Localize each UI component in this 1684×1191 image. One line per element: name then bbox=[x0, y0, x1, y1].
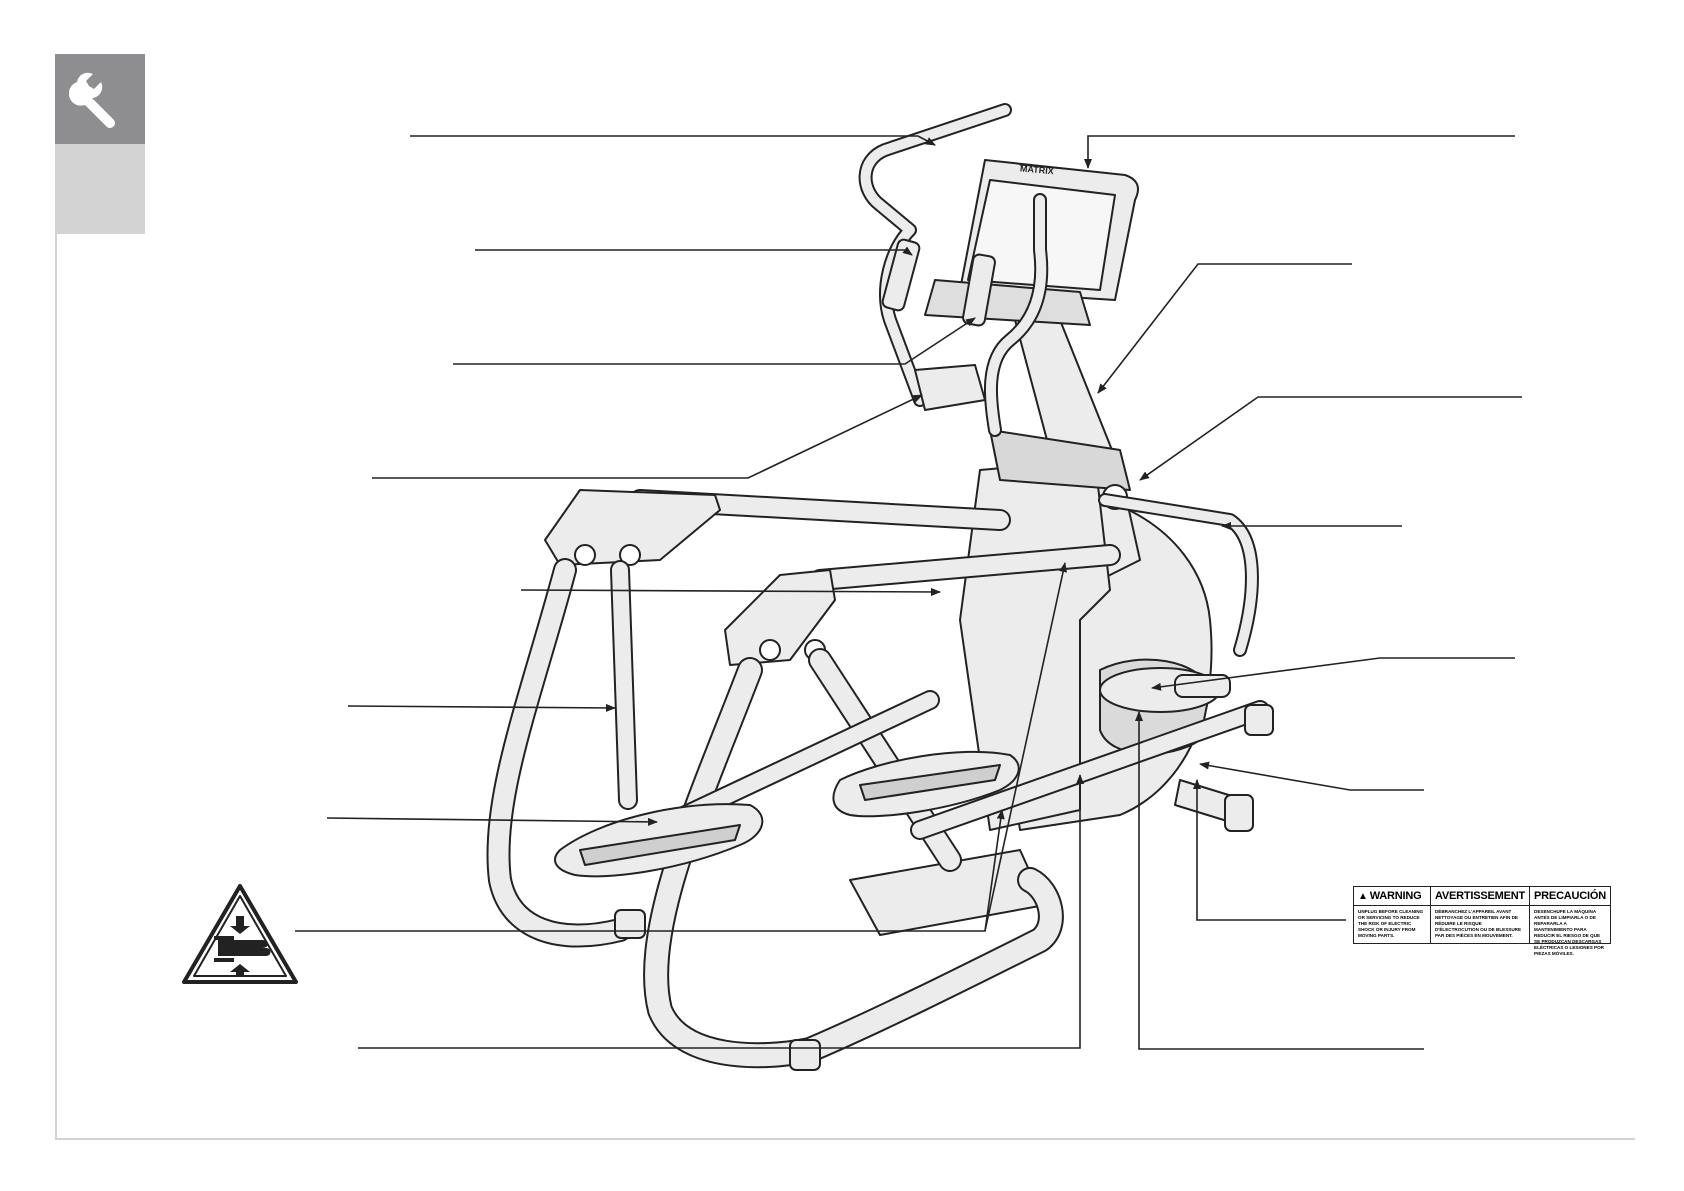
callout-1 bbox=[410, 135, 936, 146]
callout-11 bbox=[1097, 263, 1352, 394]
hazard-arrow-up-head bbox=[230, 964, 250, 972]
warning-label: ▲WARNING UNPLUG BEFORE CLEANING OR SERVI… bbox=[1353, 886, 1611, 956]
drive-link-fill bbox=[1100, 495, 1257, 655]
callout-14 bbox=[1151, 657, 1515, 691]
warning-label-fr: AVERTISSEMENT DÉBRANCHEZ L'APPAREIL AVAN… bbox=[1429, 887, 1530, 943]
section-tab-header bbox=[55, 54, 145, 144]
callout-15 bbox=[1199, 761, 1424, 791]
warning-heading-en: WARNING bbox=[1369, 890, 1422, 902]
page-frame-left bbox=[55, 234, 57, 1140]
callout-9 bbox=[358, 774, 1084, 1049]
warning-label-en: ▲WARNING UNPLUG BEFORE CLEANING OR SERVI… bbox=[1354, 887, 1430, 943]
hazard-arrow-up-shaft bbox=[236, 970, 244, 976]
wrench-icon bbox=[69, 72, 115, 128]
callout-7 bbox=[326, 817, 658, 826]
hr-grip-left bbox=[881, 238, 921, 312]
warning-heading-es: PRECAUCIÓN bbox=[1530, 887, 1610, 906]
moving-arm-front-upper-fill bbox=[811, 546, 1119, 589]
warning-heading-fr: AVERTISSEMENT bbox=[1430, 887, 1530, 906]
callout-8b bbox=[984, 809, 1005, 932]
callout-16 bbox=[1135, 711, 1424, 1050]
pedal-arm-right-fill bbox=[912, 702, 1268, 838]
hazard-bar-top bbox=[214, 936, 234, 940]
stationary-handlebar-right-outline bbox=[985, 195, 1047, 435]
callout-17 bbox=[1193, 779, 1346, 921]
warning-text-en: UNPLUG BEFORE CLEANING OR SERVICING TO R… bbox=[1358, 909, 1424, 938]
callout-12 bbox=[1139, 396, 1522, 481]
section-tab bbox=[55, 54, 145, 234]
hazard-hand bbox=[218, 940, 271, 956]
pedal-left-tread bbox=[579, 824, 741, 866]
callout-lines bbox=[295, 135, 1522, 1050]
warning-text-es: DESENCHUFE LA MÁQUINA ANTES DE LIMPIARLA… bbox=[1534, 909, 1604, 956]
callout-3 bbox=[453, 317, 976, 365]
rear-leg-inner-fill bbox=[612, 562, 636, 808]
rear-pivot-cap bbox=[1174, 674, 1231, 698]
rear-end-cap bbox=[1244, 704, 1274, 736]
hazard-bar-bottom bbox=[214, 958, 234, 962]
warning-text-fr: DÉBRANCHEZ L'APPAREIL AVANT NETTOYAGE OU… bbox=[1434, 909, 1522, 938]
pivot-bolt-front-1 bbox=[759, 639, 781, 661]
pivot-bolt-rear-1 bbox=[574, 544, 596, 566]
hand-pinch-hazard-icon bbox=[182, 884, 298, 984]
callout-2 bbox=[475, 246, 913, 256]
hazard-arrow-down-shaft bbox=[236, 916, 244, 926]
moving-arm-front-head bbox=[724, 569, 836, 666]
warning-label-es: PRECAUCIÓN DESENCHUFE LA MÁQUINA ANTES D… bbox=[1529, 887, 1610, 956]
callout-4 bbox=[372, 394, 923, 479]
console-logo-band bbox=[1019, 164, 1101, 173]
warning-triangle-icon: ▲ bbox=[1358, 891, 1368, 902]
pedal-right-tread bbox=[859, 764, 1001, 801]
pivot-bolt-rear-2 bbox=[619, 544, 641, 566]
machine-drawing bbox=[486, 103, 1274, 1071]
foot-cap-front bbox=[789, 1039, 821, 1071]
hazard-arrow-down-head bbox=[230, 926, 250, 934]
console-logo: MATRIX bbox=[1020, 163, 1055, 176]
accessory-tray bbox=[914, 364, 986, 411]
callout-6 bbox=[347, 703, 616, 712]
foot-cap-rear bbox=[614, 909, 646, 939]
rear-leg-outer-fill bbox=[488, 560, 630, 946]
callout-10 bbox=[1084, 135, 1515, 169]
page-frame-bottom bbox=[55, 1138, 1635, 1140]
callout-5 bbox=[520, 587, 941, 596]
upper-cover bbox=[989, 429, 1131, 491]
rear-foot bbox=[1224, 794, 1254, 832]
